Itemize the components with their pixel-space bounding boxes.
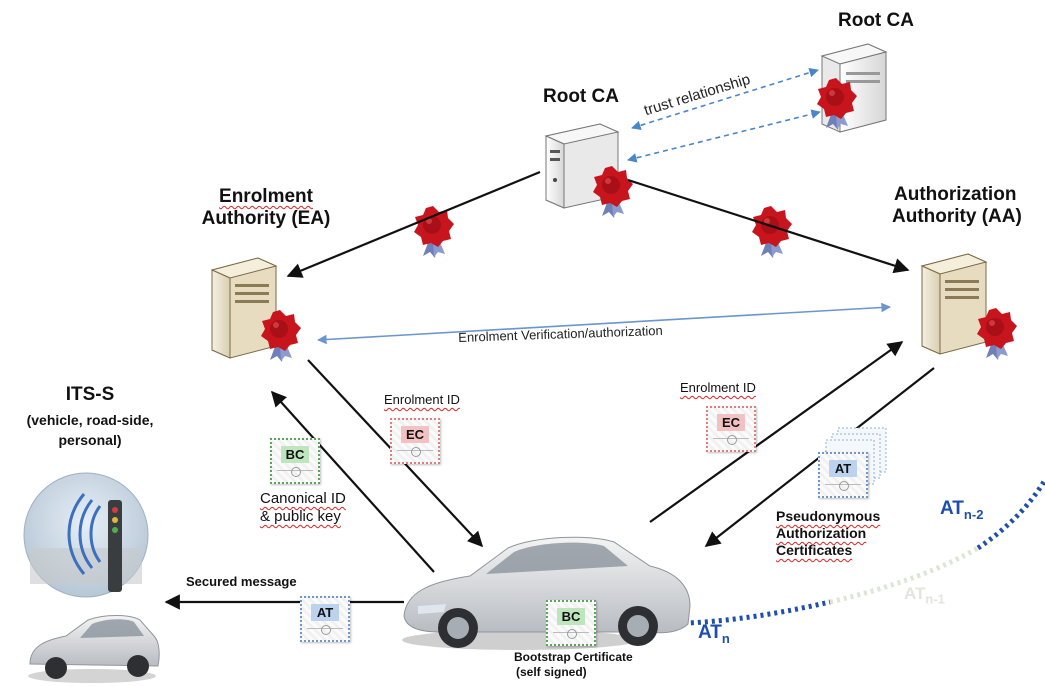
certificate-icon — [307, 625, 343, 635]
ec-certificate-left: EC — [390, 418, 440, 464]
bootstrap-label: Bootstrap Certificate (self signed) — [514, 650, 633, 680]
canonical-id-line1: Canonical ID — [260, 490, 346, 507]
ea-server — [210, 257, 278, 359]
at-n2-dots — [976, 478, 1045, 551]
at-n1-base: AT — [904, 584, 926, 603]
aa-title: Authorization Authority (AA) — [892, 184, 1022, 228]
root-ca-top-label: Root CA — [838, 10, 914, 31]
secured-message-label: Secured message — [186, 574, 297, 589]
its-s-title-line2: personal) — [58, 432, 122, 448]
bc-certificate-left-tag: BC — [281, 446, 309, 463]
ea-title-line1: Enrolment — [219, 186, 313, 207]
wax-seal-icon — [752, 206, 792, 258]
bootstrap-line2: (self signed) — [516, 665, 587, 679]
root-ca-center-label: Root CA — [543, 86, 619, 107]
canonical-id-line2: & public key — [260, 508, 341, 525]
root-ca-top-server — [820, 43, 888, 133]
trust-arrow-upper — [631, 67, 819, 131]
enrolment-id-right-label: Enrolment ID — [680, 380, 756, 396]
pseudonymous-line2: Authorization — [776, 525, 867, 541]
ea-aa-link-arrow — [317, 302, 891, 345]
its-s-title: ITS-S (vehicle, road-side, personal) — [2, 384, 178, 449]
bc-certificate-car: BC — [546, 600, 596, 646]
trust-arrow-lower — [627, 109, 821, 163]
at-n2-base: AT — [940, 498, 964, 519]
at-certificate-message-tag: AT — [311, 604, 339, 621]
bc-certificate-left: BC — [270, 438, 320, 484]
at-n-base: AT — [698, 622, 722, 643]
certificate-icon — [713, 435, 749, 445]
its-s-title-line1: (vehicle, road-side, — [26, 412, 154, 428]
at-n1-label: ATn-1 — [904, 584, 945, 606]
aa-title-line1: Authorization — [894, 184, 1017, 205]
ec-certificate-right-tag: EC — [717, 414, 745, 431]
enrolment-id-left-text: Enrolment ID — [384, 392, 460, 407]
certificate-icon — [277, 467, 313, 477]
bc-certificate-car-tag: BC — [557, 608, 585, 625]
canonical-id-label: Canonical ID & public key — [260, 490, 346, 526]
at-n1-dots — [829, 545, 980, 605]
at-certificate-message: AT — [300, 596, 350, 642]
root-to-aa-arrow — [627, 178, 910, 274]
car-to-aa-arrow — [649, 341, 904, 523]
at-n2-sub: n-2 — [963, 506, 984, 522]
pseudonymous-line3: Certificates — [776, 542, 853, 558]
at-certificate-stack-tag: AT — [829, 460, 857, 477]
at-n1-sub: n-1 — [925, 591, 945, 607]
car-to-ea-arrow — [270, 390, 435, 573]
ec-certificate-left-tag: EC — [401, 426, 429, 443]
certificate-icon — [825, 481, 861, 491]
root-to-ea-arrow — [286, 170, 541, 278]
at-n2-label: ATn-2 — [940, 498, 983, 522]
pseudonymous-line1: Pseudonymous — [776, 508, 881, 524]
car-icon — [402, 536, 691, 650]
certificate-icon — [397, 447, 433, 457]
roadside-unit-icon — [23, 472, 149, 598]
enrolment-id-right-text: Enrolment ID — [680, 380, 756, 395]
its-s-title-line0: ITS-S — [65, 384, 115, 405]
wax-seal-icon — [414, 206, 454, 258]
at-certificate-stack-front: AT — [818, 452, 868, 498]
aa-title-line2: Authority (AA) — [892, 206, 1022, 227]
ea-title: Enrolment Authority (EA) — [196, 186, 336, 230]
ec-certificate-right: EC — [706, 406, 756, 452]
aa-server — [920, 253, 988, 355]
ea-title-line2: Authority (EA) — [201, 208, 331, 229]
enrolment-id-left-label: Enrolment ID — [384, 392, 460, 408]
at-n-sub: n — [721, 630, 730, 646]
pseudonymous-label: Pseudonymous Authorization Certificates — [776, 508, 880, 559]
at-n-label: ATn — [698, 622, 730, 646]
bootstrap-line1: Bootstrap Certificate — [514, 650, 633, 664]
small-car-icon — [28, 615, 160, 683]
certificate-icon — [553, 629, 589, 639]
